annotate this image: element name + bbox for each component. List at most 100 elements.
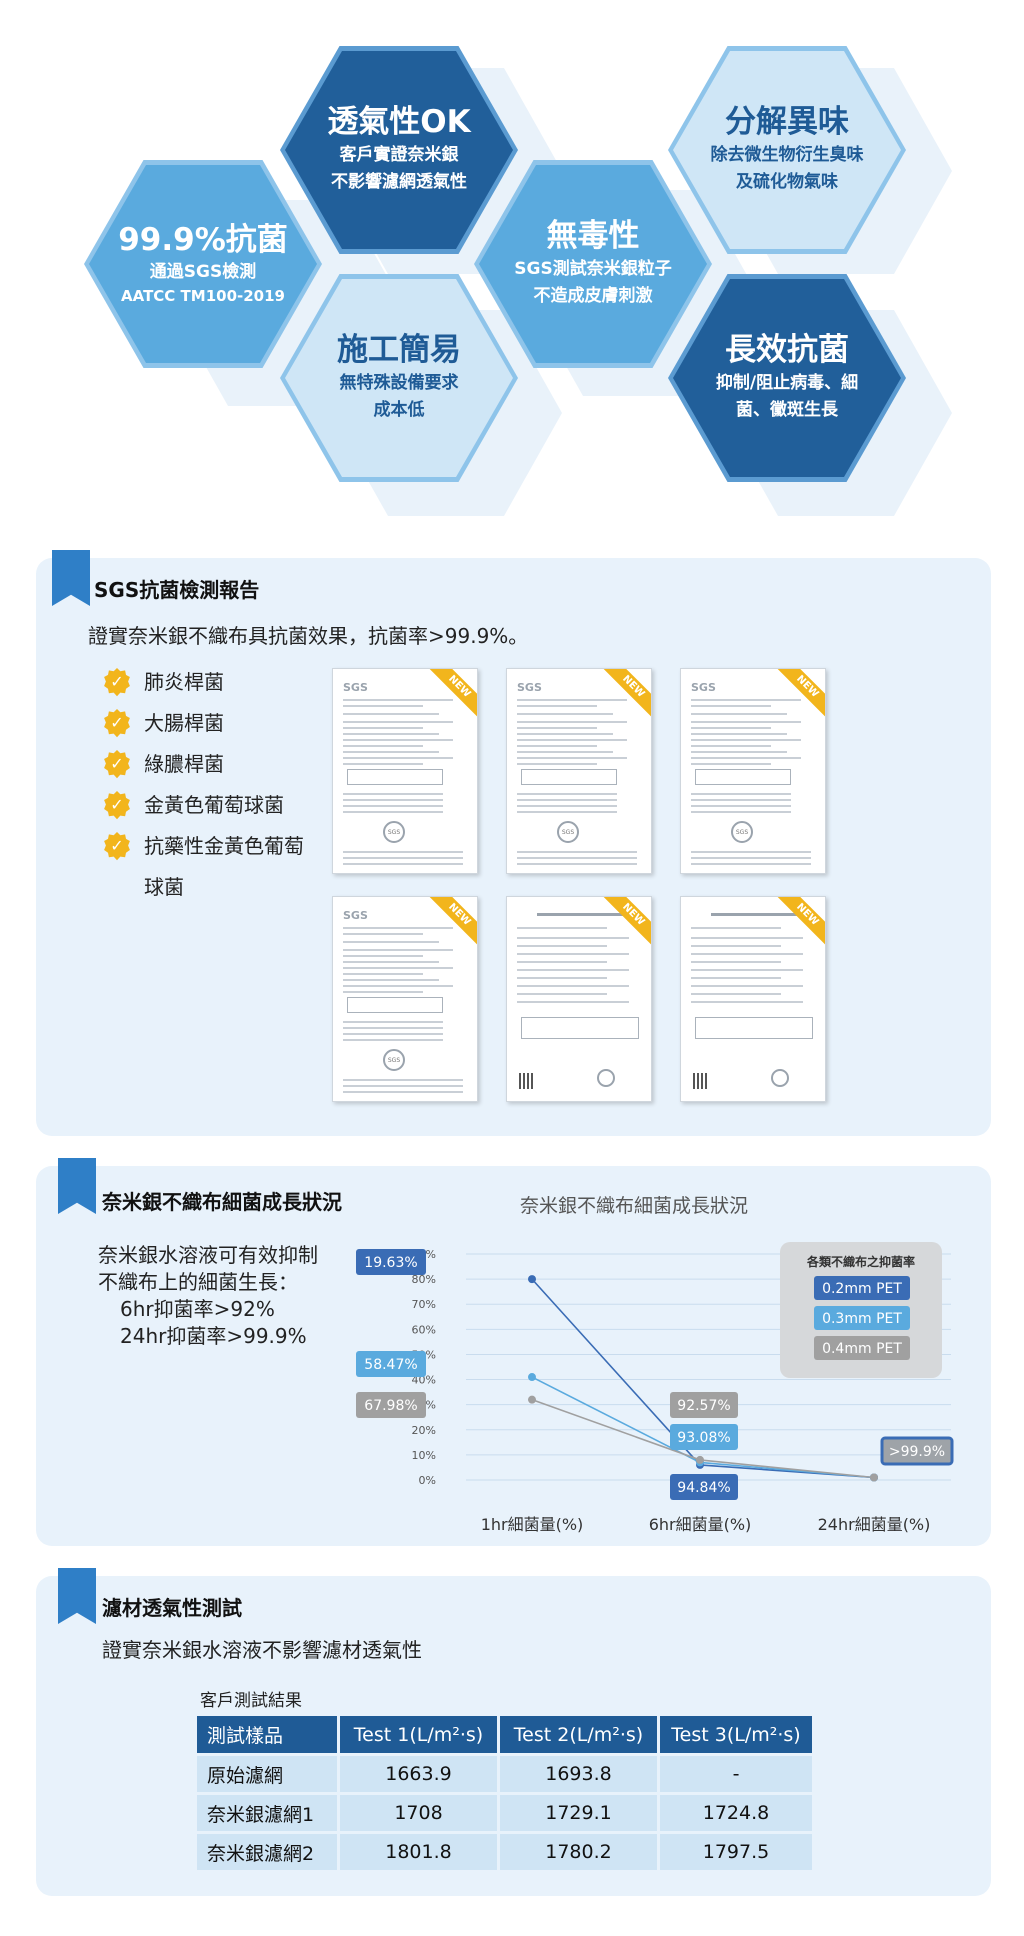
result-table <box>347 769 443 785</box>
bacteria-name: 綠膿桿菌 <box>144 752 224 776</box>
text-line <box>691 751 787 753</box>
chart-title: 奈米銀不織布細菌成長狀況 <box>520 1195 748 1217</box>
text-line <box>343 933 423 935</box>
hex-line: 不影響濾網透氣性 <box>331 172 467 193</box>
data-point <box>696 1455 704 1464</box>
data-label: 67.98% <box>364 1398 417 1414</box>
text-line <box>343 713 439 715</box>
data-label-box <box>356 1351 426 1377</box>
text-line <box>517 977 607 979</box>
hex-line: SGS測試奈米銀粒子 <box>514 259 672 280</box>
text-line <box>343 979 439 981</box>
column-header: Test 1(L/m²·s) <box>340 1716 497 1753</box>
hex-line: 通過SGS檢測 <box>149 262 257 283</box>
hex-line: AATCC TM100-2019 <box>121 287 285 306</box>
table-row: 原始濾網 1663.9 1693.8 - <box>197 1756 812 1792</box>
x-tick-label: 1hr細菌量(%) <box>481 1515 584 1534</box>
bacteria-name: 大腸桿菌 <box>144 711 224 735</box>
hex-line: 不造成皮膚刺激 <box>533 286 653 307</box>
y-tick-label: 60% <box>412 1323 436 1336</box>
check-badge-icon: ✓ <box>104 709 130 738</box>
text-line <box>343 1039 443 1041</box>
check-badge-icon: ✓ <box>104 750 130 779</box>
text-line <box>517 751 613 753</box>
text-line <box>343 805 443 807</box>
table-header-row: 測試樣品 Test 1(L/m²·s) Test 2(L/m²·s) Test … <box>197 1716 812 1753</box>
sgs-section: SGS抗菌檢測報告 證實奈米銀不織布具抗菌效果，抗菌率>99.9%。 ✓ 肺炎桿… <box>36 550 991 1136</box>
permeability-table: 測試樣品 Test 1(L/m²·s) Test 2(L/m²·s) Test … <box>194 1713 815 1873</box>
text-line <box>517 733 613 735</box>
text-line <box>517 757 627 759</box>
qr-code <box>693 1073 709 1089</box>
text-line <box>343 857 463 859</box>
qr-code <box>519 1073 535 1089</box>
company-seal <box>597 1069 615 1087</box>
section-title: 奈米銀不織布細菌成長狀況 <box>102 1190 342 1214</box>
data-label: 94.84% <box>677 1480 730 1496</box>
text-line <box>517 945 607 947</box>
desc-line: 不織布上的細菌生長： <box>98 1270 298 1294</box>
company-seal <box>771 1069 789 1087</box>
table-cell: 奈米銀濾網2 <box>197 1834 337 1870</box>
report-document-thumbnail: NEW <box>680 896 826 1102</box>
text-line <box>691 985 803 987</box>
hex-title: 長效抗菌 <box>725 332 849 369</box>
data-point <box>870 1473 878 1482</box>
y-tick-label: 70% <box>412 1298 436 1311</box>
table-cell: 1801.8 <box>340 1834 497 1870</box>
desc-line: 奈米銀水溶液可有效抑制 <box>98 1243 318 1267</box>
text-line <box>517 851 637 853</box>
text-line <box>517 857 637 859</box>
text-line <box>343 863 463 865</box>
section-title: SGS抗菌檢測報告 <box>94 578 260 602</box>
bacteria-list: ✓ 肺炎桿菌 ✓ 大腸桿菌 ✓ 綠膿桿菌 ✓ 金黃色葡萄球菌 ✓ 抗藥性金黃色葡… <box>102 662 304 908</box>
table-cell: 1729.1 <box>500 1795 657 1831</box>
result-table <box>695 769 791 785</box>
company-header <box>711 913 797 916</box>
data-label: 93.08% <box>677 1430 730 1446</box>
text-line <box>343 1033 443 1035</box>
list-item: ✓ 金黃色葡萄球菌 <box>102 785 304 826</box>
hex-title: 分解異味 <box>725 104 849 141</box>
text-line <box>517 1001 629 1003</box>
text-line <box>343 949 453 951</box>
data-label: 19.63% <box>364 1255 417 1271</box>
text-line <box>691 705 771 707</box>
text-line <box>343 745 423 747</box>
end-label-box <box>880 1436 954 1466</box>
table-cell: - <box>660 1756 812 1792</box>
sgs-seal: SGS <box>557 821 579 843</box>
text-line <box>517 993 607 995</box>
text-line <box>517 953 629 955</box>
text-line <box>691 713 787 715</box>
text-line <box>691 945 781 947</box>
section-description: 證實奈米銀不織布具抗菌效果，抗菌率>99.9%。 <box>88 624 529 648</box>
text-line <box>691 793 791 795</box>
text-line <box>343 739 453 741</box>
text-line <box>343 793 443 795</box>
text-line <box>691 727 771 729</box>
y-tick-label: 10% <box>412 1449 436 1462</box>
y-tick-label: 20% <box>412 1424 436 1437</box>
text-line <box>517 745 597 747</box>
text-line <box>517 811 617 813</box>
table-cell: 1708 <box>340 1795 497 1831</box>
text-line <box>343 721 453 723</box>
text-line <box>691 805 791 807</box>
text-line <box>517 713 613 715</box>
permeability-section: 濾材透氣性測試 證實奈米銀水溶液不影響濾材透氣性 客戶測試結果 測試樣品 Tes… <box>36 1568 991 1896</box>
table-cell: 1724.8 <box>660 1795 812 1831</box>
text-line <box>691 863 811 865</box>
hex-line: 除去微生物衍生臭味 <box>710 145 864 166</box>
text-line <box>343 991 423 993</box>
table-cell: 原始濾網 <box>197 1756 337 1792</box>
growth-description: 奈米銀水溶液可有效抑制 不織布上的細菌生長： 6hr抑菌率>92% 24hr抑菌… <box>98 1242 318 1350</box>
column-header: Test 2(L/m²·s) <box>500 1716 657 1753</box>
result-table <box>521 1017 639 1039</box>
text-line <box>691 699 801 701</box>
new-ribbon: NEW <box>773 897 825 949</box>
desc-line: 24hr抑菌率>99.9% <box>120 1324 307 1348</box>
y-tick-label: 80% <box>412 1273 436 1286</box>
